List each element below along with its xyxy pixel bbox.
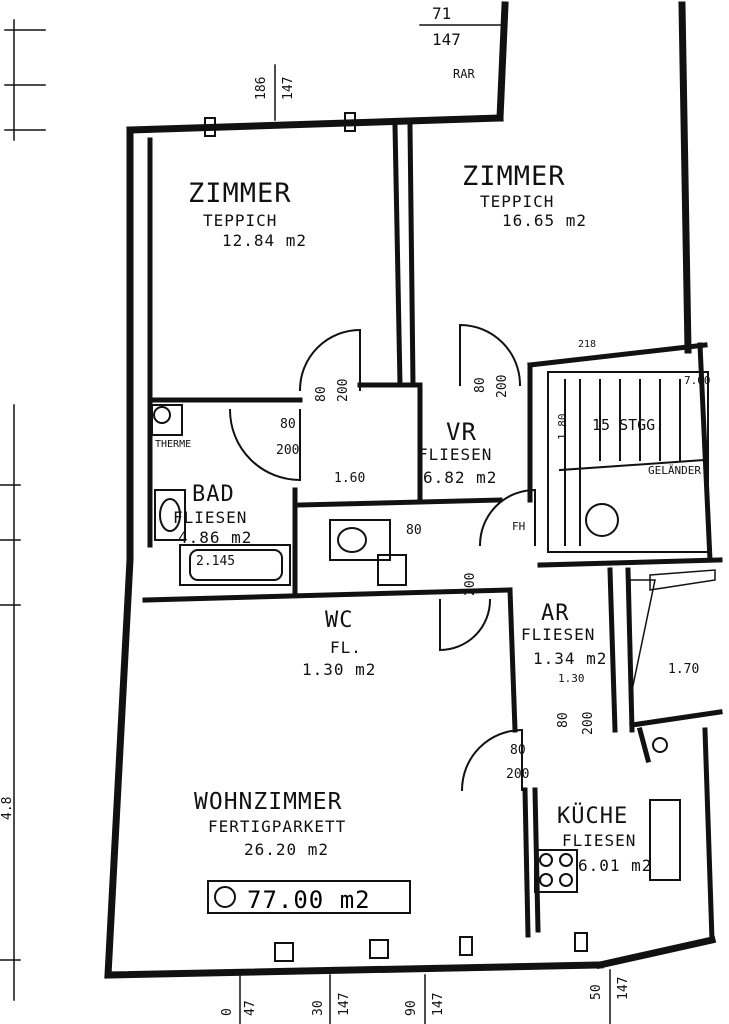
kueche-name: KÜCHE [557, 804, 629, 829]
circle-icon [214, 886, 236, 908]
dim-bottom-90: 90 [404, 1000, 419, 1016]
zimmer2-area: 16.65 m2 [502, 211, 588, 230]
zimmer1-floor: TEPPICH [203, 211, 278, 230]
top-dimension-line [274, 24, 506, 121]
wohnzimmer-name: WOHNZIMMER [194, 789, 343, 815]
dim-bottom-0: 0 [220, 1008, 235, 1016]
kitchen-fixtures [534, 737, 681, 893]
therme-label: THERME [155, 439, 192, 450]
ar-name: AR [541, 601, 570, 626]
dim-bottom-147b: 147 [431, 992, 446, 1016]
wc-floor: FL. [330, 638, 362, 657]
zimmer2-floor: TEPPICH [480, 192, 555, 211]
stairs-label: 15 STGG. [592, 416, 665, 434]
shaft-hatch [629, 569, 716, 701]
kueche-area: 6.01 m2 [578, 856, 653, 875]
dim-ar-width: 1.70 [668, 662, 700, 677]
outer-walls [104, 1, 717, 979]
railing-label: GELÄNDER [648, 464, 701, 477]
dim-top-147: 147 [432, 30, 461, 49]
dim-bottom-50: 50 [589, 984, 604, 1000]
kueche-floor: FLIESEN [562, 831, 637, 850]
zimmer2-name: ZIMMER [462, 161, 566, 192]
dim-186: 186 [254, 76, 269, 100]
door-80-wc: 80 [406, 523, 422, 538]
total-area: 77.00 m2 [247, 886, 371, 914]
staircase [547, 371, 709, 553]
zimmer1-name: ZIMMER [188, 178, 292, 209]
dim-180: 1.80 [556, 413, 569, 441]
zimmer1-area: 12.84 m2 [222, 231, 308, 250]
door-200-ar: 200 [581, 711, 596, 735]
door-80-zimmer2: 80 [473, 377, 488, 393]
wc-area: 1.30 m2 [302, 660, 377, 679]
fh-label: FH [512, 520, 526, 533]
dim-top-71: 71 [432, 4, 452, 23]
ar-area: 1.34 m2 [533, 649, 608, 668]
window-marks [204, 112, 588, 962]
left-dimension-line [0, 19, 46, 1001]
bad-area: 4.86 m2 [178, 528, 253, 547]
bad-floor: FLIESEN [173, 508, 248, 527]
vr-area: 6.82 m2 [423, 468, 498, 487]
ar-floor: FLIESEN [521, 625, 596, 644]
inner-walls [142, 122, 723, 943]
dim-bad-tub: 2.145 [196, 554, 236, 569]
bad-name: BAD [192, 482, 235, 507]
dim-left-48: 4.8 [0, 796, 15, 820]
dim-147: 147 [281, 76, 296, 100]
door-200-kueche: 200 [506, 767, 530, 782]
door-200-wc: 200 [463, 572, 478, 596]
door-200-bad: 200 [276, 443, 300, 458]
dim-rar: RAR [453, 67, 475, 81]
wc-name: WC [325, 608, 354, 633]
dim-ar-top: 1.30 [558, 672, 585, 685]
dim-700: 7.00 [684, 374, 711, 387]
door-80-bad: 80 [280, 417, 296, 432]
vr-floor: FLIESEN [418, 445, 493, 464]
door-200-zimmer2: 200 [495, 374, 510, 398]
bathroom-fixtures [151, 404, 407, 586]
dim-bottom-47: 47 [243, 1000, 258, 1016]
dim-bottom-147c: 147 [616, 976, 631, 1000]
vr-name: VR [446, 418, 477, 446]
door-200-zimmer1: 200 [336, 378, 351, 402]
dim-bottom-147a: 147 [337, 992, 352, 1016]
door-80-ar: 80 [556, 712, 571, 728]
bottom-dimension-line [239, 969, 611, 1024]
door-swings [228, 323, 536, 792]
door-80-kueche: 80 [510, 743, 526, 758]
total-area-box: 77.00 m2 [207, 880, 411, 914]
dim-bottom-30: 30 [311, 1000, 326, 1016]
door-80-zimmer1: 80 [314, 386, 329, 402]
wohnzimmer-floor: FERTIGPARKETT [208, 817, 347, 836]
dim-vr-width: 1.60 [334, 471, 366, 486]
wohnzimmer-area: 26.20 m2 [244, 840, 330, 859]
dim-218: 218 [578, 339, 597, 350]
